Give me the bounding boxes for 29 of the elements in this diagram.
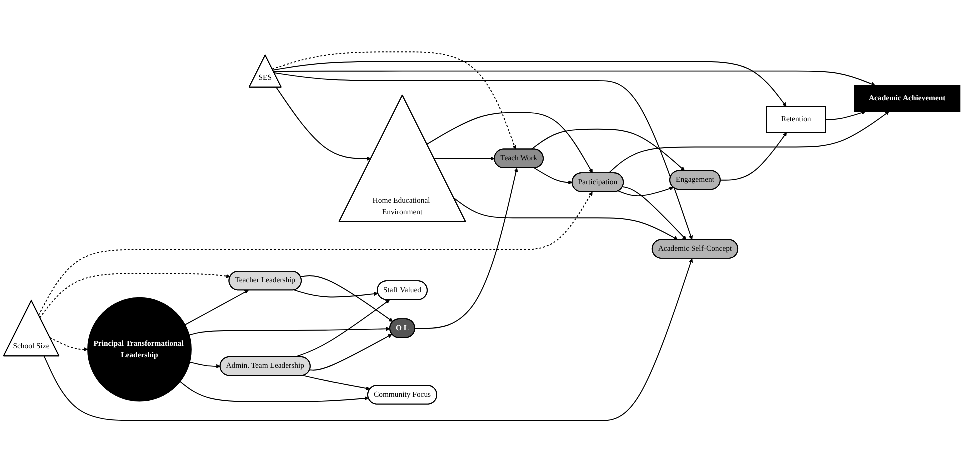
arrow bbox=[622, 186, 687, 240]
arrow bbox=[276, 87, 372, 161]
arrow bbox=[294, 300, 390, 358]
arrow bbox=[434, 156, 496, 161]
arrow bbox=[180, 381, 369, 402]
arrow bbox=[272, 52, 517, 150]
arrow bbox=[38, 192, 593, 316]
arrow bbox=[184, 290, 249, 326]
arrow bbox=[534, 168, 573, 185]
arrow bbox=[50, 337, 88, 352]
arrow bbox=[273, 70, 876, 86]
arrow bbox=[302, 375, 371, 391]
arrow bbox=[40, 273, 231, 318]
arrow bbox=[274, 72, 694, 240]
arrow bbox=[44, 258, 694, 422]
arrow bbox=[188, 327, 390, 336]
arrow bbox=[294, 290, 378, 298]
arrow bbox=[272, 61, 787, 107]
arrow bbox=[300, 276, 394, 322]
arrow bbox=[189, 362, 221, 369]
arrow bbox=[608, 112, 890, 174]
arrow bbox=[531, 128, 686, 172]
arrow bbox=[426, 112, 593, 174]
arrow bbox=[414, 168, 518, 330]
arrow bbox=[454, 198, 678, 240]
arrow bbox=[825, 110, 866, 120]
arrow bbox=[720, 132, 788, 181]
arrow bbox=[618, 186, 674, 197]
arrow bbox=[309, 334, 392, 371]
